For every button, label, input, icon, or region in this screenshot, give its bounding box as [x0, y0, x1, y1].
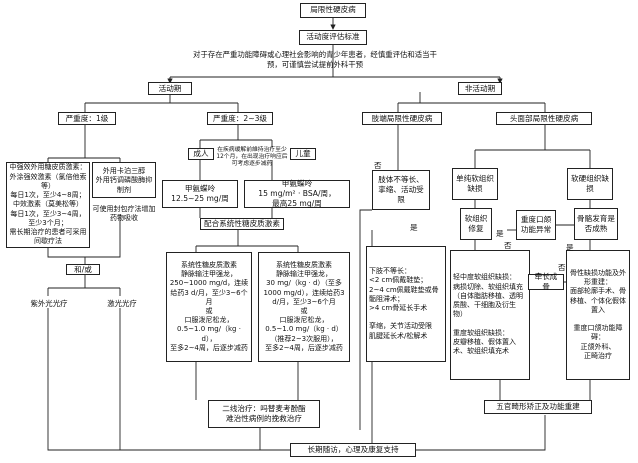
node-envelope-therapy: 可使用封包疗法增加药物吸收 [92, 205, 156, 223]
edge-label-no-limb: 否 [374, 161, 382, 170]
node-longterm: 长期随访，心理及康复支持 [290, 443, 416, 457]
node-and-or: 和/或 [66, 264, 100, 275]
node-note: 对于存在严重功能障碍或心理社会影响的青少年患者，经慎重评估和适当干预，可谨慎尝试… [193, 50, 437, 69]
node-soft-bone: 软硬组织缺损 [567, 168, 613, 200]
node-mtx-note: 在疾病缓解前維持治疗至少12个月，在出现治疗响应后可考虑逐步减药 [216, 147, 288, 168]
node-mtx-child: 甲氨蝶呤 15 mg/m² · BSA/周， 最高25 mg/周 [244, 179, 350, 208]
node-wait-growth: 牵长成骨 [528, 272, 564, 291]
edge-label-yes-limb: 是 [410, 223, 418, 232]
edge-label-yes-jaw: 是 [496, 229, 504, 238]
node-top: 局限性硬皮病 [300, 3, 366, 18]
node-mtx-adult: 甲氨蝶呤 12.5~25 mg/周 [162, 180, 238, 208]
edge-label-no-jaw: 否 [504, 241, 512, 250]
node-bone-repair: 骨性缺损功能及外形重建： 面部轮廓手术、骨移植、个体化假体置入 重度口颌功能障碍… [566, 250, 630, 380]
node-uva: 紫外光光疗 [30, 299, 68, 308]
node-inactive: 非活动期 [458, 82, 502, 95]
node-soft-only: 单纯软组织缺损 [452, 168, 498, 200]
node-facial-rehab: 五官畸形矫正及功能重建 [484, 400, 592, 414]
node-limb-check: 肢体不等长、挛缩、活动受限 [372, 170, 430, 210]
node-topical-steroid: 中强效外用糖皮质激素：外涂强效激素（氯倍他索等） 每日1次，至少4~8周； 中效… [6, 162, 90, 248]
node-bone-check: 骨骼发育是否成熟 [574, 208, 618, 240]
node-head: 头面部局限性硬皮病 [496, 112, 592, 125]
node-severity-1: 严重度：1级 [58, 112, 116, 125]
node-steroid-adult: 系统性糖皮质激素 静脉输注甲强龙，250~1000 mg/d，连续给药3 d/月… [166, 252, 252, 362]
node-jaw-check: 重度口颌功能异常 [516, 210, 556, 240]
node-tacrolimus: 外用卡泊三醇 外用钙调磷酸酶抑制剂 [92, 162, 156, 198]
node-child: 儿童 [290, 148, 316, 160]
node-second-line: 二线治疗：吗替麦考酚酯 难治性病例的挽救治疗 [208, 400, 320, 428]
node-soft-fill: 轻中度软组织缺损： 病损切除、软组织填充（自体脂肪移植、透明质酸、干细胞及衍生物… [450, 250, 530, 380]
edge-label-no-bone: 否 [558, 263, 566, 272]
node-combo-steroid: 配合系统性糖皮质激素 [200, 218, 284, 230]
node-laser: 激光光疗 [107, 299, 137, 308]
node-limb-surgery: 下肢不等长： <2 cm佩戴鞋垫； 2~4 cm佩戴鞋垫或骨骺阻滞术； >4 c… [366, 246, 446, 362]
node-limb: 肢端局限性硬皮病 [362, 112, 442, 125]
node-activity: 活动度评估标准 [299, 30, 367, 45]
node-steroid-child: 系统性糖皮质激素 静脉输注甲强龙， 30 mg/（kg · d）（至多1000 … [258, 252, 350, 362]
node-active: 活动期 [148, 82, 192, 95]
node-severity-2-3: 严重度：2~3级 [207, 112, 273, 125]
node-adult: 成人 [188, 148, 214, 160]
node-soft-repair: 软组织修复 [460, 208, 492, 240]
edge-label-yes-bone: 是 [566, 243, 574, 252]
